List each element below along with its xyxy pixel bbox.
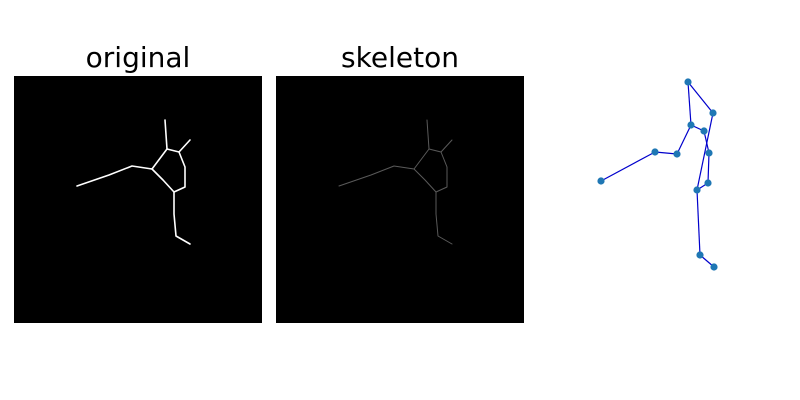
graph-edges bbox=[600, 81, 715, 268]
graph-node-n9 bbox=[709, 109, 717, 117]
skeleton-panel-title: skeleton bbox=[341, 41, 459, 74]
graph-node-n0 bbox=[597, 177, 605, 185]
graph-edge-n8-n9 bbox=[696, 112, 714, 191]
graph-edge-n9-n4 bbox=[687, 81, 714, 114]
graph-edge-n2-n3 bbox=[676, 124, 692, 155]
graph-node-n1 bbox=[651, 148, 659, 156]
skeleton-background bbox=[276, 76, 524, 323]
original-background bbox=[14, 76, 262, 323]
graph-edge-n0-n1 bbox=[600, 151, 656, 182]
skeleton-structure bbox=[338, 119, 453, 245]
graph-node-n11 bbox=[710, 263, 718, 271]
graph-edge-n6-n7 bbox=[707, 152, 710, 184]
graph-node-n5 bbox=[700, 127, 708, 135]
original-panel-title: original bbox=[85, 41, 191, 74]
original-image-panel bbox=[14, 76, 262, 323]
graph-node-n3 bbox=[687, 121, 695, 129]
graph-node-n2 bbox=[673, 150, 681, 158]
graph-nodes bbox=[597, 78, 718, 271]
graph-node-n6 bbox=[705, 149, 713, 157]
graph-edge-n8-n10 bbox=[696, 189, 701, 256]
graph-edge-n3-n4 bbox=[687, 81, 692, 126]
graph-node-n7 bbox=[704, 179, 712, 187]
graph-edge-n1-n2 bbox=[654, 151, 678, 155]
graph-node-n4 bbox=[684, 78, 692, 86]
skeleton-image-panel bbox=[276, 76, 524, 323]
graph-panel bbox=[560, 60, 760, 290]
original-structure bbox=[76, 119, 191, 245]
graph-node-n8 bbox=[693, 186, 701, 194]
graph-node-n10 bbox=[696, 251, 704, 259]
